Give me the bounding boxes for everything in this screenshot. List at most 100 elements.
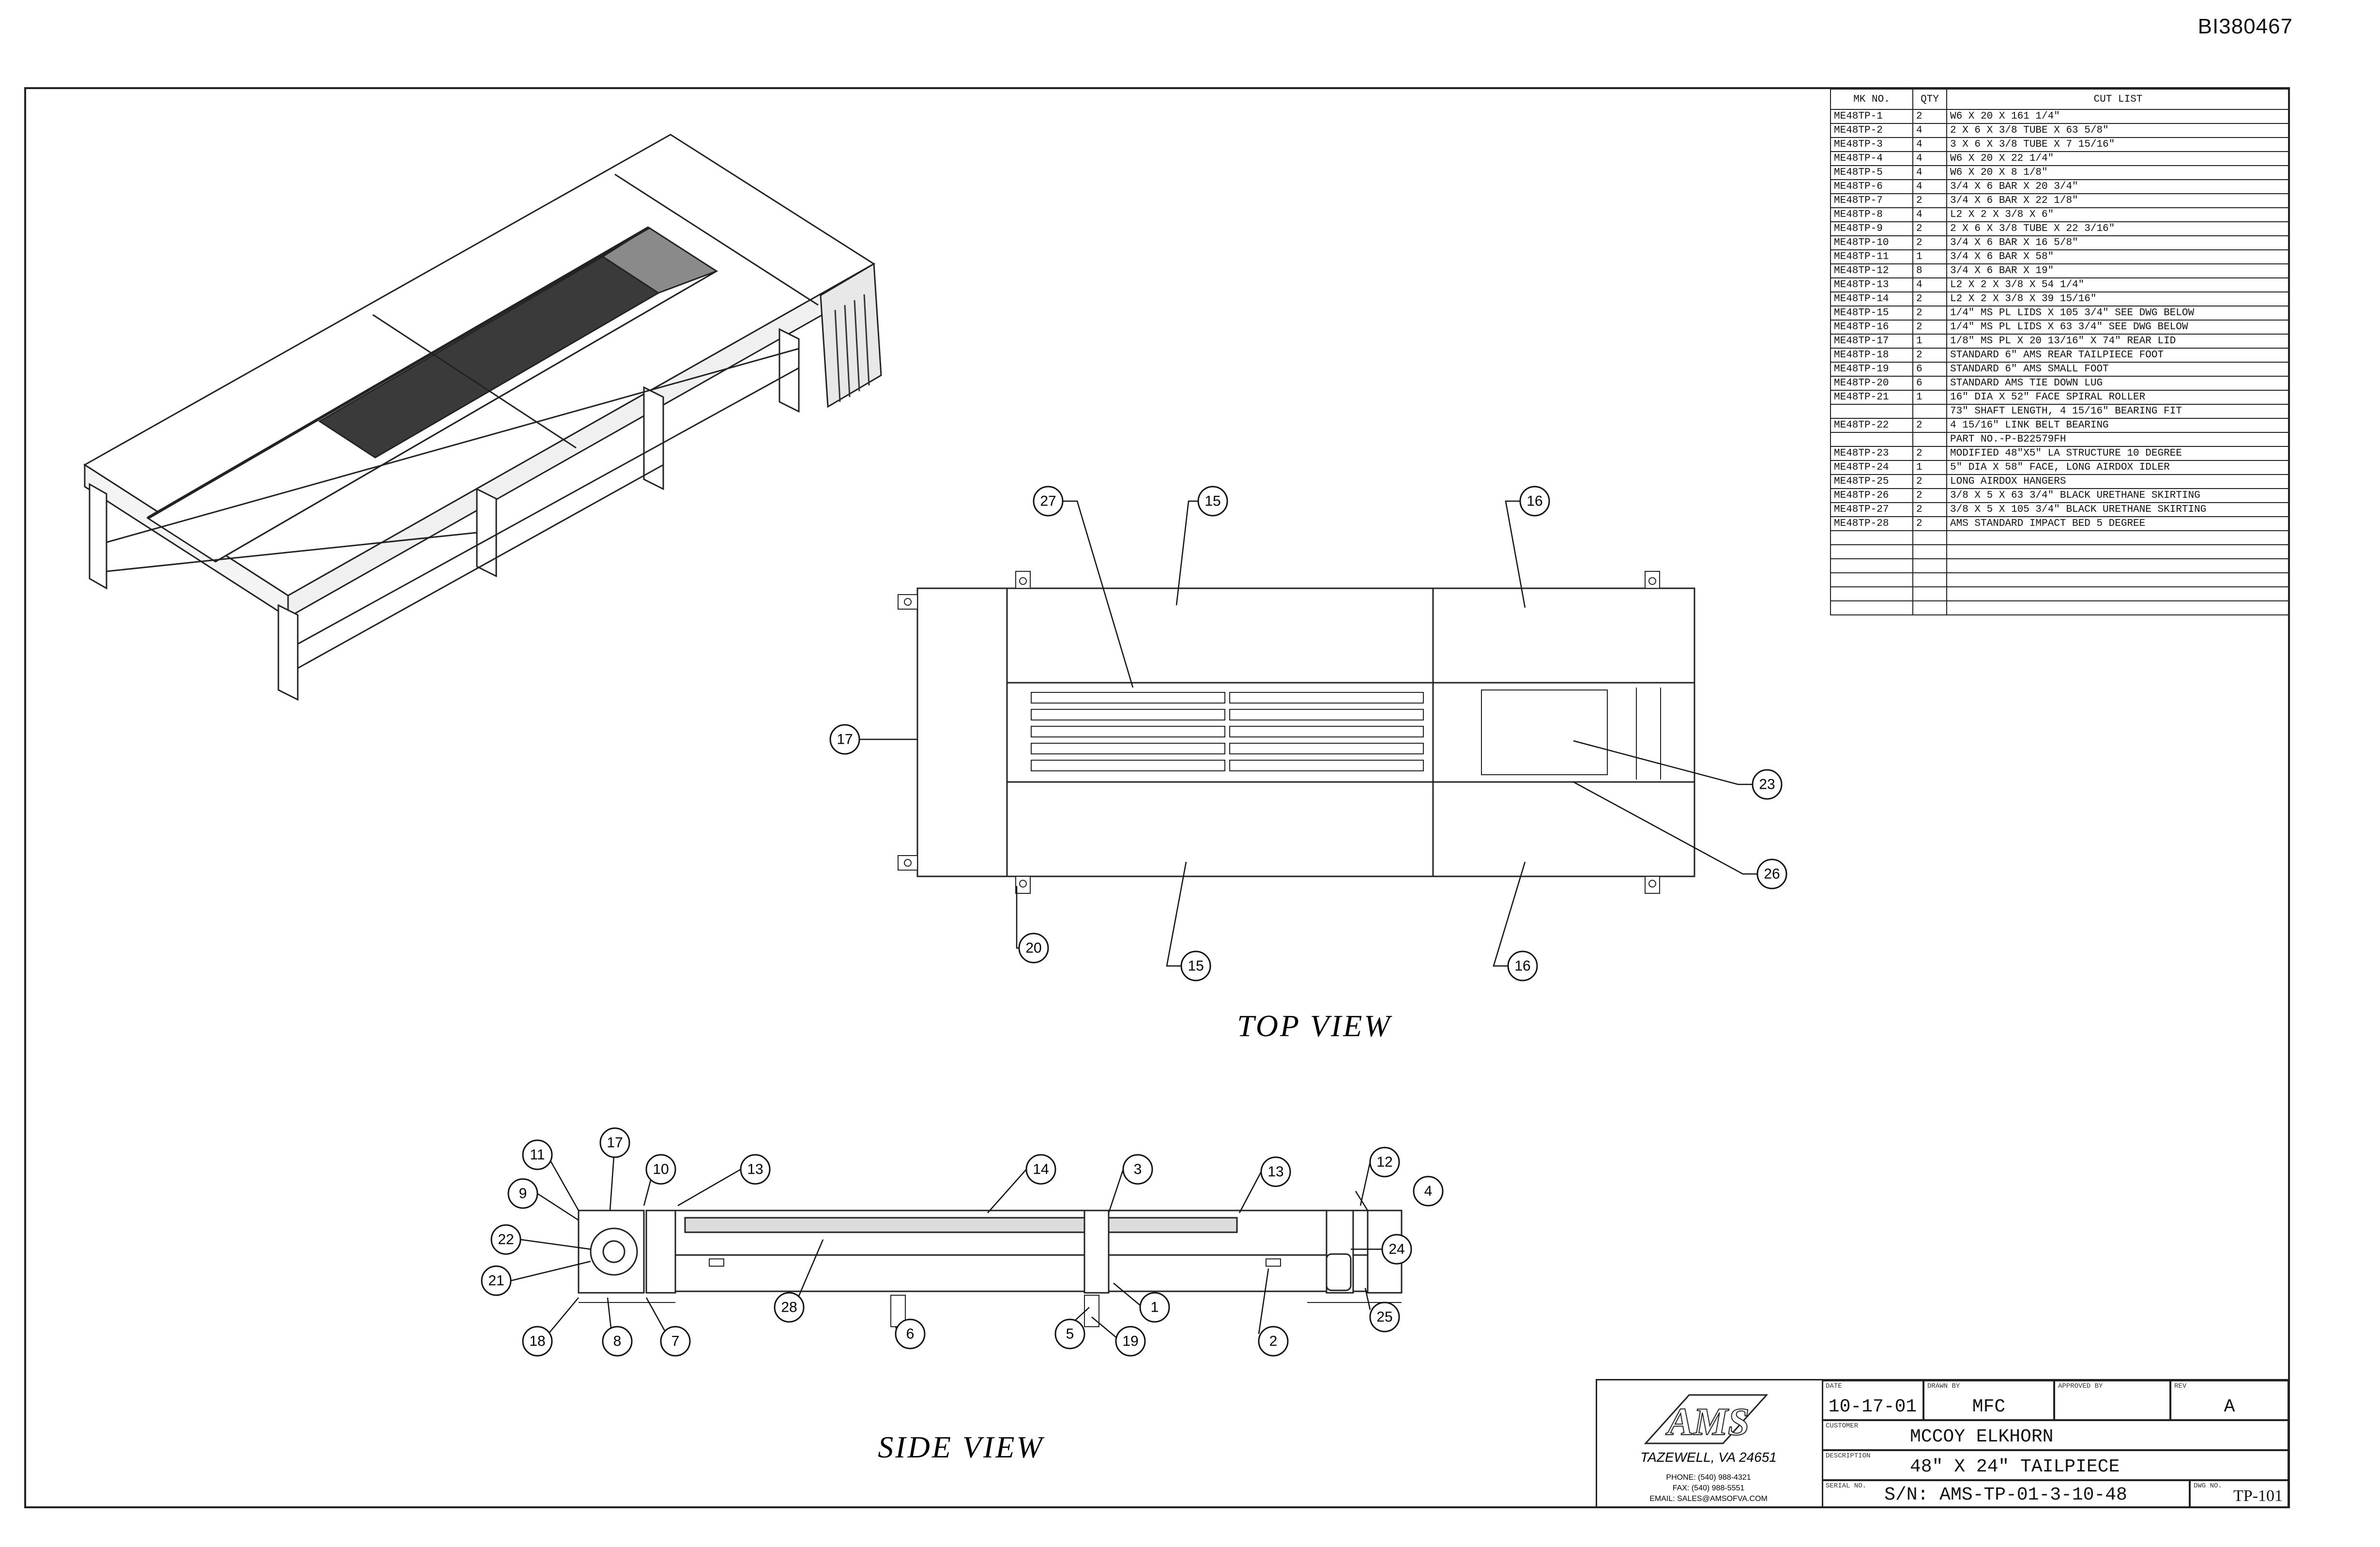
part-balloon: 2 — [1258, 1326, 1289, 1357]
description-cell — [1946, 572, 2290, 587]
description-cell: 2 X 6 X 3/8 TUBE X 63 5/8" — [1946, 123, 2290, 138]
mk-no-cell: ME48TP-11 — [1830, 249, 1913, 264]
qty-cell — [1912, 558, 1947, 573]
part-balloon: 13 — [740, 1154, 771, 1185]
mk-no-cell: ME48TP-9 — [1830, 221, 1913, 236]
qty-cell: 6 — [1912, 362, 1947, 377]
qty-cell: 4 — [1912, 179, 1947, 194]
customer-cell: CUSTOMER MCCOY ELKHORN — [1822, 1420, 2288, 1450]
balloon-circle — [660, 1326, 691, 1357]
description-cell — [1946, 544, 2290, 559]
part-balloon: 1 — [1139, 1292, 1170, 1323]
description-cell: DESCRIPTION 48" X 24" TAILPIECE — [1822, 1450, 2288, 1480]
description-cell — [1946, 586, 2290, 601]
balloon-number: 16 — [1526, 493, 1542, 509]
description-cell: MODIFIED 48"X5" LA STRUCTURE 10 DEGREE — [1946, 446, 2290, 461]
qty-cell: 2 — [1912, 488, 1947, 503]
balloon-circle — [602, 1326, 633, 1357]
part-balloon: 27 — [1033, 486, 1064, 517]
mk-no-cell: ME48TP-13 — [1830, 277, 1913, 292]
part-balloon: 15 — [1197, 486, 1228, 517]
mk-no-cell: ME48TP-15 — [1830, 306, 1913, 321]
qty-cell — [1912, 600, 1947, 615]
description-cell: 16" DIA X 52" FACE SPIRAL ROLLER — [1946, 390, 2290, 405]
balloon-number: 6 — [906, 1326, 915, 1342]
balloon-circle — [1507, 950, 1538, 981]
qty-cell: 4 — [1912, 165, 1947, 180]
dwg-no-value: TP-101 — [2233, 1487, 2283, 1505]
part-balloon: 3 — [1122, 1154, 1153, 1185]
description-cell: 5" DIA X 58" FACE, LONG AIRDOX IDLER — [1946, 460, 2290, 475]
mk-no-cell — [1830, 404, 1913, 419]
qty-cell: 4 — [1912, 151, 1947, 166]
balloon-circle — [774, 1292, 805, 1323]
balloon-circle — [522, 1139, 553, 1170]
part-balloon: 6 — [895, 1318, 926, 1349]
logo-text: AMS — [1665, 1401, 1750, 1443]
balloon-number: 17 — [837, 732, 853, 748]
balloon-number: 4 — [1424, 1183, 1433, 1199]
part-balloon: 12 — [1369, 1147, 1400, 1178]
mk-no-cell: ME48TP-24 — [1830, 460, 1913, 475]
balloon-number: 14 — [1033, 1162, 1049, 1178]
description-cell: PART NO.-P-B22579FH — [1946, 432, 2290, 447]
serial-value: S/N: AMS-TP-01-3-10-48 — [1884, 1485, 2127, 1505]
company-logo-cell: AMS TAZEWELL, VA 24651 PHONE: (540) 988-… — [1597, 1380, 1823, 1507]
balloon-number: 9 — [519, 1186, 527, 1202]
qty-cell: 4 — [1912, 207, 1947, 222]
part-balloon: 7 — [660, 1326, 691, 1357]
description-cell: L2 X 2 X 3/8 X 39 15/16" — [1946, 291, 2290, 306]
qty-cell: 2 — [1912, 418, 1947, 433]
qty-cell: 4 — [1912, 277, 1947, 292]
balloon-circle — [1180, 950, 1211, 981]
part-balloon: 11 — [522, 1139, 553, 1170]
balloon-circle — [1115, 1326, 1146, 1357]
balloon-number: 27 — [1040, 493, 1056, 509]
balloon-circle — [1054, 1318, 1085, 1349]
qty-cell: 2 — [1912, 502, 1947, 517]
mk-no-cell: ME48TP-5 — [1830, 165, 1913, 180]
part-balloon: 21 — [481, 1265, 512, 1296]
qty-cell — [1912, 544, 1947, 559]
description-cell: STANDARD AMS TIE DOWN LUG — [1946, 376, 2290, 391]
mk-no-cell: ME48TP-4 — [1830, 151, 1913, 166]
balloon-number: 12 — [1376, 1154, 1392, 1170]
mk-no-cell: ME48TP-7 — [1830, 193, 1913, 208]
balloon-number: 16 — [1514, 958, 1530, 974]
mk-no-cell: ME48TP-23 — [1830, 446, 1913, 461]
description-cell: 1/4" MS PL LIDS X 105 3/4" SEE DWG BELOW — [1946, 306, 2290, 321]
balloon-circle — [1260, 1156, 1291, 1187]
customer-label: CUSTOMER — [1826, 1422, 1859, 1430]
approved-by-cell: APPROVED BY — [2054, 1380, 2170, 1420]
company-email: EMAIL: SALES@AMSOFVA.COM — [1649, 1495, 1768, 1503]
balloon-number: 28 — [781, 1300, 797, 1316]
balloon-number: 15 — [1205, 493, 1221, 509]
balloon-circle — [1018, 933, 1049, 964]
mk-no-cell: ME48TP-6 — [1830, 179, 1913, 194]
description-value: 48" X 24" TAILPIECE — [1910, 1456, 2120, 1477]
rev-label: REV — [2174, 1382, 2187, 1390]
description-cell: L2 X 2 X 3/8 X 54 1/4" — [1946, 277, 2290, 292]
part-balloon: 24 — [1381, 1234, 1412, 1265]
qty-cell — [1912, 586, 1947, 601]
part-balloon: 17 — [829, 724, 860, 755]
company-city: TAZEWELL, VA 24651 — [1640, 1450, 1777, 1465]
mk-no-cell: ME48TP-17 — [1830, 334, 1913, 349]
balloon-circle — [1139, 1292, 1170, 1323]
qty-cell: 1 — [1912, 249, 1947, 264]
part-balloon: 14 — [1025, 1154, 1056, 1185]
